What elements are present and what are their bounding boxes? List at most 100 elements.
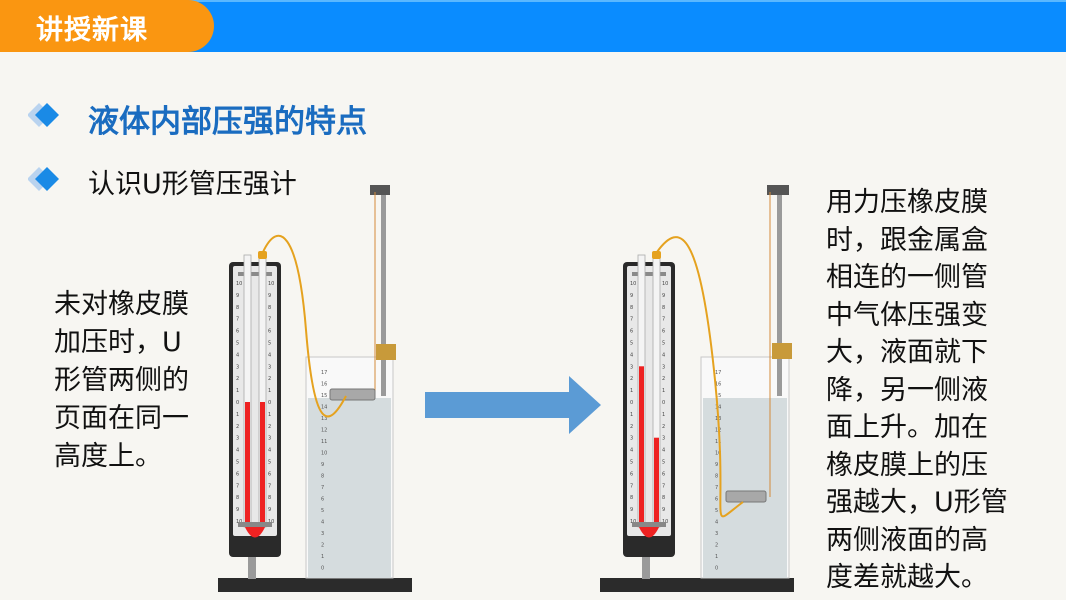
scale-label-right: 9 bbox=[268, 507, 271, 513]
scale-label-right: 4 bbox=[662, 352, 665, 358]
scale-label-left: 1 bbox=[630, 412, 633, 418]
scale-label-left: 7 bbox=[236, 317, 239, 323]
scale-label-left: 4 bbox=[630, 352, 633, 358]
scale-label-left: 3 bbox=[236, 436, 239, 442]
scale-label-right: 8 bbox=[268, 495, 271, 501]
beaker-scale-label: 11 bbox=[321, 439, 327, 445]
beaker-scale-label: 17 bbox=[321, 370, 327, 376]
scale-label-right: 7 bbox=[268, 317, 271, 323]
beaker-water bbox=[703, 398, 787, 578]
scale-label-right: 0 bbox=[268, 400, 271, 406]
hose-connector bbox=[258, 251, 267, 259]
hose-connector bbox=[652, 251, 661, 259]
scale-label-left: 10 bbox=[630, 281, 636, 287]
beaker-scale-label: 2 bbox=[715, 543, 718, 549]
scale-label-left: 7 bbox=[630, 317, 633, 323]
diamond-bullet-icon bbox=[28, 167, 59, 191]
beaker-scale-label: 1 bbox=[715, 554, 718, 560]
scale-label-left: 5 bbox=[630, 460, 633, 466]
beaker-scale-label: 16 bbox=[715, 382, 721, 388]
scale-label-right: 9 bbox=[662, 293, 665, 299]
beaker-scale-label: 6 bbox=[715, 497, 718, 503]
scale-label-right: 10 bbox=[662, 281, 668, 287]
scale-label-left: 5 bbox=[630, 341, 633, 347]
beaker-scale-label: 16 bbox=[321, 382, 327, 388]
scale-label-right: 9 bbox=[662, 507, 665, 513]
beaker-scale-label: 14 bbox=[321, 405, 327, 411]
scale-label-right: 2 bbox=[268, 376, 271, 382]
scale-label-left: 9 bbox=[630, 507, 633, 513]
scale-label-left: 3 bbox=[630, 436, 633, 442]
beaker-scale-label: 4 bbox=[715, 520, 718, 526]
scale-label-left: 7 bbox=[236, 483, 239, 489]
liquid-left bbox=[639, 366, 644, 527]
header-title: 讲授新课 bbox=[36, 15, 148, 46]
scale-label-left: 1 bbox=[236, 412, 239, 418]
scale-label-right: 6 bbox=[268, 329, 271, 335]
beaker-scale-label: 17 bbox=[715, 370, 721, 376]
scale-label-right: 5 bbox=[268, 341, 271, 347]
beaker-scale-label: 6 bbox=[321, 497, 324, 503]
beaker-scale-label: 9 bbox=[715, 462, 718, 468]
liquid-right bbox=[260, 402, 265, 527]
beaker-scale-label: 3 bbox=[715, 531, 718, 537]
scale-label-right: 1 bbox=[662, 412, 665, 418]
section-heading: 液体内部压强的特点 bbox=[88, 104, 367, 140]
beaker-scale-label: 2 bbox=[321, 543, 324, 549]
scale-label-right: 2 bbox=[662, 424, 665, 430]
diamond-bullet-icon bbox=[28, 103, 59, 127]
scale-label-left: 9 bbox=[236, 293, 239, 299]
scale-label-left: 6 bbox=[630, 471, 633, 477]
scale-label-right: 1 bbox=[268, 388, 271, 394]
scale-label-left: 2 bbox=[236, 376, 239, 382]
scale-label-right: 7 bbox=[662, 483, 665, 489]
liquid-right bbox=[654, 437, 659, 527]
left-caption: 未对橡皮膜 加压时，U 形管两侧的 页面在同一 高度上。 bbox=[54, 289, 189, 472]
scale-label-left: 6 bbox=[630, 329, 633, 335]
u-tube-bottom bbox=[638, 525, 660, 538]
manometer-pole bbox=[642, 555, 650, 579]
stand-rod bbox=[381, 186, 386, 396]
beaker-scale-label: 9 bbox=[321, 462, 324, 468]
scale-label-right: 8 bbox=[662, 305, 665, 311]
scale-label-left: 1 bbox=[236, 388, 239, 394]
beaker-scale-label: 0 bbox=[715, 566, 718, 572]
scale-label-left: 8 bbox=[630, 495, 633, 501]
scale-label-right: 4 bbox=[268, 352, 271, 358]
scale-label-right: 10 bbox=[268, 281, 274, 287]
header-tab: 讲授新课 bbox=[0, 0, 214, 52]
rubber-hose bbox=[262, 234, 347, 418]
scale-label-right: 0 bbox=[662, 400, 665, 406]
section-subheading: 认识U形管压强计 bbox=[88, 169, 297, 200]
scale-label-left: 4 bbox=[236, 448, 239, 454]
scale-label-left: 0 bbox=[236, 400, 239, 406]
scale-label-left: 3 bbox=[630, 364, 633, 370]
liquid-left bbox=[245, 402, 250, 527]
beaker-scale-label: 11 bbox=[715, 439, 721, 445]
stand-knob bbox=[767, 185, 789, 195]
metal-probe-box bbox=[329, 388, 376, 401]
scale-label-right: 8 bbox=[268, 305, 271, 311]
scale-label-left: 8 bbox=[236, 305, 239, 311]
scale-label-left: 2 bbox=[630, 376, 633, 382]
beaker-scale-label: 0 bbox=[321, 566, 324, 572]
scale-label-left: 6 bbox=[236, 329, 239, 335]
manometer-clamp-bottom bbox=[238, 522, 272, 527]
beaker-scale-label: 4 bbox=[321, 520, 324, 526]
scale-label-right: 1 bbox=[662, 388, 665, 394]
scale-label-left: 0 bbox=[630, 400, 633, 406]
scale-label-right: 7 bbox=[662, 317, 665, 323]
scale-label-right: 4 bbox=[662, 448, 665, 454]
scale-label-right: 5 bbox=[268, 460, 271, 466]
manometer-pole bbox=[248, 555, 256, 579]
beaker-scale-label: 5 bbox=[321, 508, 324, 514]
stand-rod bbox=[777, 186, 782, 396]
scale-label-left: 1 bbox=[630, 388, 633, 394]
scale-label-right: 2 bbox=[268, 424, 271, 430]
scale-label-right: 8 bbox=[662, 495, 665, 501]
base-plate bbox=[600, 578, 794, 592]
scale-label-right: 3 bbox=[268, 364, 271, 370]
rubber-hose bbox=[656, 236, 744, 518]
